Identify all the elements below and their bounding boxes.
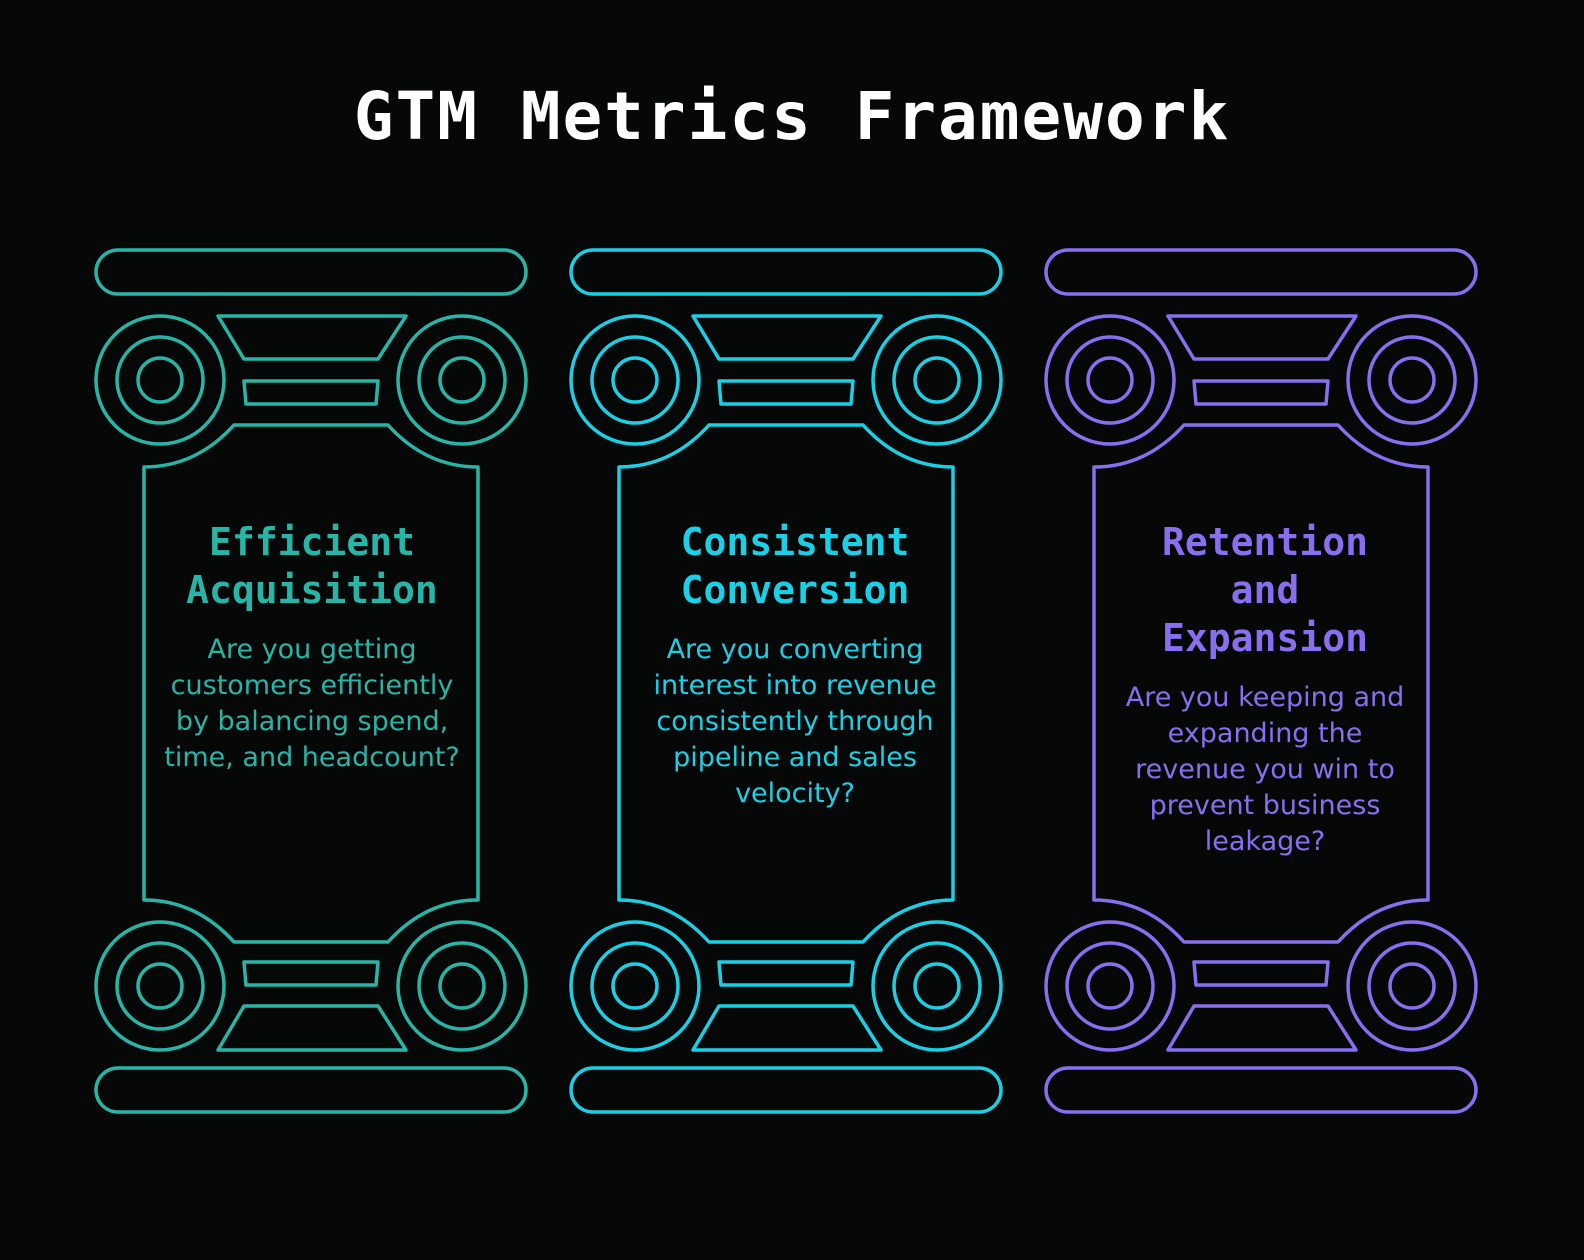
volute-middle-ring <box>417 335 507 425</box>
volute-middle-ring <box>115 941 205 1031</box>
volute-inner-ring <box>611 962 659 1010</box>
volute-outer-ring <box>569 314 701 446</box>
pillar-retention-expansion: Retention and Expansion Are you keeping … <box>1105 0 1425 1260</box>
capital-trapezoid <box>216 314 408 361</box>
pillar-consistent-conversion: Consistent Conversion Are you converting… <box>635 0 955 1260</box>
volute-middle-ring <box>115 335 205 425</box>
volute-outer-ring <box>1346 314 1478 446</box>
volute-outer-ring <box>1044 920 1176 1052</box>
volute-inner-ring <box>1388 962 1436 1010</box>
volute-inner-ring <box>611 356 659 404</box>
base-bar <box>242 960 380 987</box>
volute-inner-ring <box>1388 356 1436 404</box>
base-bar <box>717 960 855 987</box>
pillar-heading: Retention and Expansion <box>1162 520 1368 660</box>
volute-middle-ring <box>1367 335 1457 425</box>
volute-middle-ring <box>417 941 507 1031</box>
pillar-description: Are you converting interest into revenue… <box>653 634 937 809</box>
volute-inner-ring <box>913 356 961 404</box>
bottom-slab <box>569 1066 1003 1114</box>
volute-outer-ring <box>94 920 226 1052</box>
base-trapezoid <box>1166 1004 1358 1052</box>
pillar-efficient-acquisition-outline <box>94 248 528 1114</box>
pillar-heading: Efficient Acquisition <box>186 520 438 612</box>
top-slab <box>1044 248 1478 296</box>
pillar-description: Are you keeping and expanding the revenu… <box>1125 682 1405 857</box>
volute-outer-ring <box>1346 920 1478 1052</box>
volute-inner-ring <box>136 962 184 1010</box>
bottom-slab <box>1044 1066 1478 1114</box>
volute-inner-ring <box>438 356 486 404</box>
pillar-shaft <box>617 423 955 944</box>
volute-middle-ring <box>892 941 982 1031</box>
bottom-slab <box>94 1066 528 1114</box>
base-bar <box>1192 960 1330 987</box>
volute-middle-ring <box>590 941 680 1031</box>
volute-outer-ring <box>396 920 528 1052</box>
pillar-heading: Consistent Conversion <box>680 520 910 612</box>
volute-outer-ring <box>94 314 226 446</box>
volute-outer-ring <box>1044 314 1176 446</box>
capital-bar <box>717 379 855 406</box>
volute-outer-ring <box>871 314 1003 446</box>
base-trapezoid <box>691 1004 883 1052</box>
pillar-consistent-conversion-outline <box>569 248 1003 1114</box>
pillar-efficient-acquisition: Efficient Acquisition Are you getting cu… <box>152 0 472 1260</box>
volute-middle-ring <box>892 335 982 425</box>
volute-inner-ring <box>438 962 486 1010</box>
top-slab <box>94 248 528 296</box>
volute-inner-ring <box>913 962 961 1010</box>
page-title: GTM Metrics Framework <box>353 78 1231 155</box>
capital-trapezoid <box>691 314 883 361</box>
volute-inner-ring <box>136 356 184 404</box>
volute-middle-ring <box>1065 335 1155 425</box>
pillar-shaft <box>1092 423 1430 944</box>
volute-middle-ring <box>590 335 680 425</box>
volute-outer-ring <box>871 920 1003 1052</box>
pillar-shaft <box>142 423 480 944</box>
volute-outer-ring <box>396 314 528 446</box>
volute-middle-ring <box>1065 941 1155 1031</box>
top-slab <box>569 248 1003 296</box>
volute-outer-ring <box>569 920 701 1052</box>
pillar-retention-expansion-outline <box>1044 248 1478 1114</box>
capital-bar <box>242 379 380 406</box>
volute-inner-ring <box>1086 356 1134 404</box>
pillar-description: Are you getting customers efficiently by… <box>164 634 460 773</box>
capital-bar <box>1192 379 1330 406</box>
volute-inner-ring <box>1086 962 1134 1010</box>
capital-trapezoid <box>1166 314 1358 361</box>
base-trapezoid <box>216 1004 408 1052</box>
volute-middle-ring <box>1367 941 1457 1031</box>
